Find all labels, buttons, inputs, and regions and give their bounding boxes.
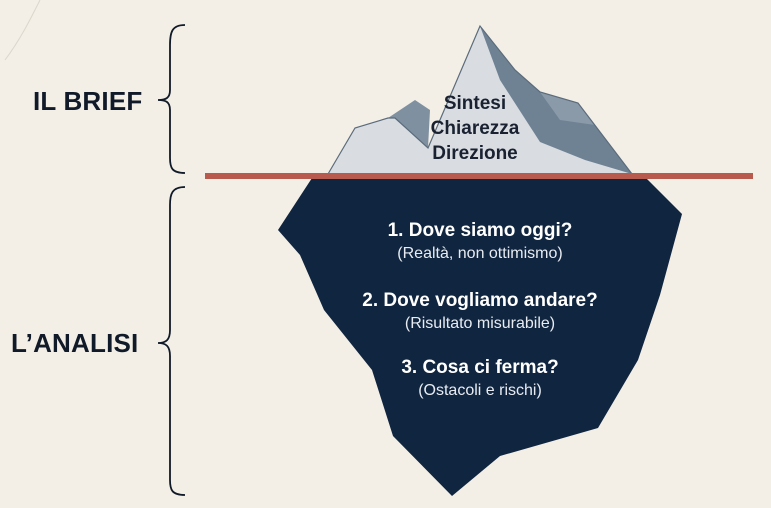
- question-3: 3. Cosa ci ferma? (Ostacoli e rischi): [300, 356, 660, 402]
- question-2: 2. Dove vogliamo andare? (Risultato misu…: [300, 289, 660, 335]
- tip-line-chiarezza: Chiarezza: [430, 118, 520, 139]
- question-1: 1. Dove siamo oggi? (Realtà, non ottimis…: [300, 219, 660, 265]
- tip-line-sintesi: Sintesi: [443, 93, 507, 114]
- question-2-subtitle: (Risultato misurabile): [404, 315, 556, 332]
- iceberg-tip: [327, 24, 633, 175]
- question-3-subtitle: (Ostacoli e rischi): [418, 382, 542, 399]
- waterline: [205, 173, 753, 179]
- question-1-title: 1. Dove siamo oggi?: [387, 220, 573, 241]
- label-il-brief: IL BRIEF: [33, 86, 143, 116]
- question-1-subtitle: (Realtà, non ottimismo): [397, 245, 563, 262]
- question-3-title: 3. Cosa ci ferma?: [401, 357, 559, 378]
- tip-line-direzione: Direzione: [432, 143, 518, 164]
- brace-bottom-icon: [157, 186, 186, 496]
- tip-text: Sintesi Chiarezza Direzione: [400, 91, 550, 166]
- decorative-curve: [4, 0, 41, 61]
- label-analisi: L’ANALISI: [11, 328, 139, 358]
- question-2-title: 2. Dove vogliamo andare?: [362, 290, 598, 311]
- iceberg-underwater: [278, 178, 682, 496]
- brace-top-icon: [157, 24, 186, 174]
